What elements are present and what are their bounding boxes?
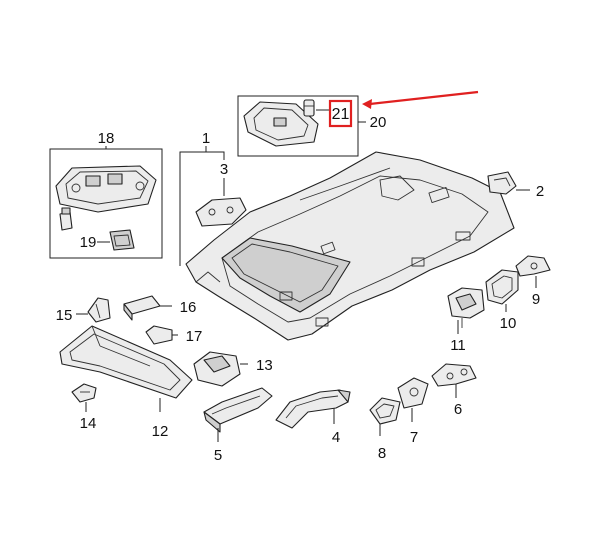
dome-bulb [303,99,315,117]
label-18: 18 [98,130,115,147]
hook-2 [487,171,517,195]
label-13: 13 [256,357,273,374]
label-15: 15 [56,307,73,324]
label-8: 8 [378,445,386,462]
clip-9 [515,255,551,277]
label-9: 9 [532,291,540,308]
label-2: 2 [536,183,544,200]
highlight-box-21 [328,99,353,128]
label-21: 21 [332,106,350,123]
console-bulb [59,207,73,231]
label-20: 20 [370,114,387,131]
label-1: 1 [202,130,210,147]
lens-10 [485,269,519,305]
label-12: 12 [152,423,169,440]
label-17: 17 [186,328,203,345]
dome-lamp [243,101,319,147]
sun-visor-12 [59,325,193,399]
clip-15 [87,297,111,323]
headliner [185,151,515,341]
label-19: 19 [80,234,97,251]
console-lamp-19 [109,229,135,251]
bracket-6 [431,363,477,387]
label-16: 16 [180,299,197,316]
label-11: 11 [450,337,466,354]
handle-5 [203,387,273,433]
callout-arrowhead [362,99,372,109]
bracket-7 [397,377,429,409]
label-7: 7 [410,429,418,446]
grab-handle-4 [275,389,351,429]
lamp-lens-16 [123,295,161,321]
clip-14 [71,383,97,403]
label-6: 6 [454,401,462,418]
label-10: 10 [500,315,517,332]
callout-arrow [369,90,479,106]
visor-bracket-3 [195,197,247,227]
bracket-8 [369,397,401,425]
box-20 [237,95,359,157]
label-4: 4 [332,429,340,446]
overhead-console [55,165,157,213]
lamp-11 [447,287,485,328]
bulb-17 [145,325,173,345]
label-3: 3 [220,161,228,178]
label-5: 5 [214,447,222,464]
label-14: 14 [80,415,97,432]
reading-lamp-13 [193,351,241,387]
